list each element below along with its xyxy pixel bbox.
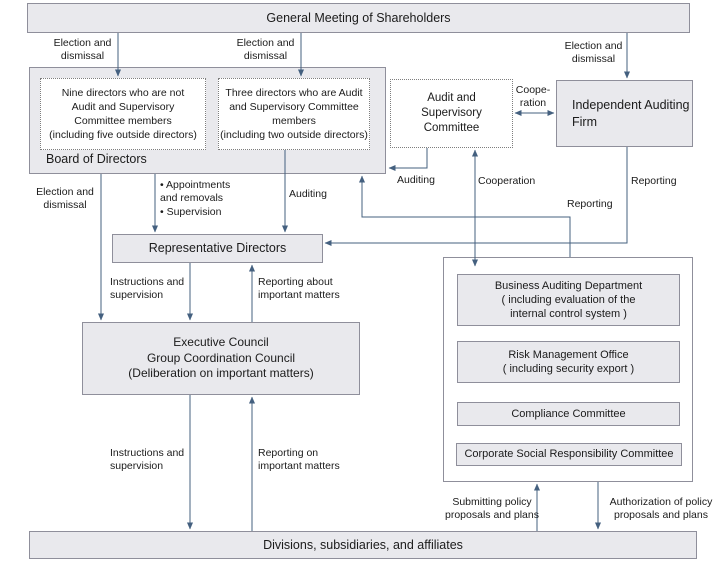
arrow-committee-audits-board — [388, 148, 428, 172]
reporting-on-label: Reporting on important matters — [258, 447, 340, 473]
representative-directors-box: Representative Directors — [112, 234, 323, 263]
three-directors-box: Three directors who are Audit and Superv… — [218, 78, 370, 150]
election-dismissal-label-1: Election and dismissal — [53, 37, 112, 63]
auditing-rep-directors-label: Auditing — [289, 188, 327, 200]
general-meeting-of-shareholders-box: General Meeting of Shareholders — [27, 3, 690, 33]
election-dismissal-label-4: Election and dismissal — [36, 186, 94, 212]
reporting-iaf-label: Reporting — [631, 175, 677, 187]
election-dismissal-label-2: Election and dismissal — [236, 37, 295, 63]
csr-committee-box: Corporate Social Responsibility Committe… — [456, 443, 682, 466]
election-dismissal-label-3: Election and dismissal — [564, 40, 623, 66]
authorization-policy-label: Authorization of policy proposals and pl… — [609, 496, 713, 522]
instructions-supervision-label-1: Instructions and supervision — [110, 276, 185, 302]
appointments-supervision-label: • Appointments and removals • Supervisio… — [160, 179, 231, 218]
submitting-policy-label: Submitting policy proposals and plans — [445, 496, 539, 522]
executive-council-box: Executive Council Group Coordination Cou… — [82, 322, 360, 395]
auditing-board-label: Auditing — [397, 174, 435, 186]
audit-supervisory-committee-box: Audit and Supervisory Committee — [390, 79, 513, 148]
reporting-internal-label: Reporting — [567, 198, 613, 210]
business-auditing-department-box: Business Auditing Department ( including… — [457, 274, 680, 326]
arrow-group-reporting-to-board — [358, 175, 571, 257]
divisions-subsidiaries-affiliates-box: Divisions, subsidiaries, and affiliates — [29, 531, 697, 559]
independent-auditing-firm-box: Independent Auditing Firm — [556, 80, 693, 147]
nine-directors-box: Nine directors who are not Audit and Sup… — [40, 78, 206, 150]
cooperation-hyphenated-label: Coope- ration — [515, 84, 551, 110]
cooperation-label: Cooperation — [478, 175, 536, 187]
risk-management-office-box: Risk Management Office ( including secur… — [457, 341, 680, 383]
board-of-directors-label: Board of Directors — [46, 151, 147, 166]
compliance-committee-box: Compliance Committee — [457, 402, 680, 426]
reporting-about-label: Reporting about important matters — [258, 276, 340, 302]
instructions-supervision-label-2: Instructions and supervision — [110, 447, 185, 473]
